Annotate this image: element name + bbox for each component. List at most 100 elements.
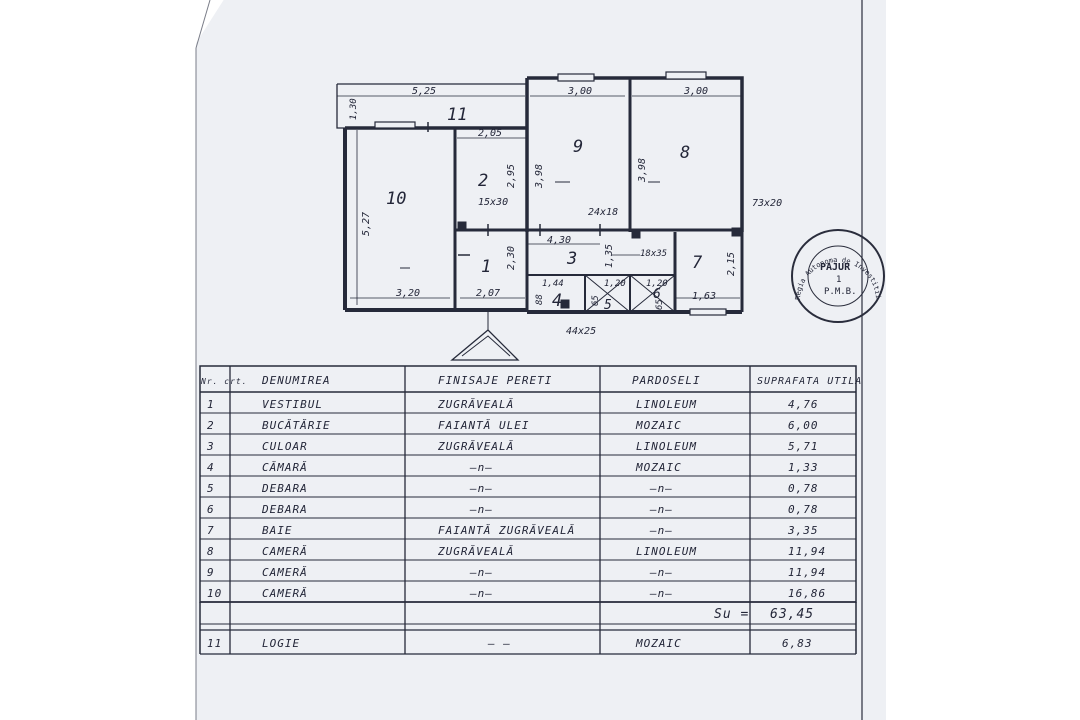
dim-label: 2,30 [506,246,517,270]
room-number-10: 10 [386,189,406,209]
table-cell-no: 6 [207,503,215,516]
logie-floors: MOZAIC [635,637,682,650]
dim-label: 3,98 [534,164,545,189]
room-number-2: 2 [478,171,488,191]
logie-walls: — — [487,637,511,650]
total-label: Su = [714,607,749,622]
table-cell-area: 5,71 [788,440,819,453]
table-cell-floors: LINOLEUM [636,440,697,453]
room-number-6: 6 [653,287,661,302]
dim-label: 3,00 [683,86,708,97]
table-cell-area: 16,86 [788,587,826,600]
table-cell-floors: —n— [649,482,673,495]
table-cell-floors: LINOLEUM [636,398,697,411]
table-cell-area: 0,78 [788,482,819,495]
table-cell-name: CAMERĂ [262,545,308,558]
table-cell-area: 0,78 [788,503,819,516]
table-cell-area: 11,94 [788,566,826,579]
stamp-center-text: PAJUR [820,262,851,273]
table-cell-floors: MOZAIC [635,461,682,474]
table-cell-walls: FAIANTĂ ULEI [438,419,529,432]
dim-label: 5,27 [361,212,372,236]
official-stamp: Regia Autonoma de Investitii si Locuinte… [0,0,885,323]
table-cell-no: 10 [207,587,222,600]
table-cell-no: 4 [207,461,215,474]
dim-label: 1,63 [692,291,716,302]
table-cell-area: 6,00 [788,419,819,432]
table-cell-floors: —n— [649,566,673,579]
table-cell-walls: ZUGRĂVEALĂ [437,398,514,411]
table-cell-name: CAMERĂ [262,587,308,600]
dim-label: 88 [535,294,545,305]
dim-label: 1,44 [542,279,564,289]
table-cell-name: BUCĂTĂRIE [262,419,331,432]
dim-label: 73x20 [752,198,782,209]
dim-label: 18x35 [640,249,667,259]
dim-label: 24x18 [588,207,618,218]
dim-label: 1,35 [604,244,615,268]
table-cell-walls: ZUGRĂVEALĂ [437,545,514,558]
room-number-3: 3 [566,249,577,269]
table-cell-no: 8 [207,545,215,558]
dim-label: 2,15 [726,252,737,276]
rooms-table: Nr. crt. DENUMIREA FINISAJE PERETI PARDO… [200,374,862,387]
table-cell-name: CĂMARĂ [262,461,308,474]
stamp-line-2: 1 [836,275,841,285]
dim-label: 1,20 [604,279,626,289]
header-name: DENUMIREA [261,374,331,387]
paper-edge [195,0,211,49]
table-cell-walls: —n— [469,503,493,516]
table-cell-floors: MOZAIC [635,419,682,432]
table-cell-area: 1,33 [788,461,819,474]
logie-name: LOGIE [262,637,300,650]
table-cell-floors: —n— [649,524,673,537]
table-cell-floors: —n— [649,503,673,516]
dim-label: 1,20 [646,279,668,289]
room-number-7: 7 [692,253,703,273]
table-cell-no: 5 [207,482,215,495]
rooms-table-grid [199,365,857,655]
total-value: 63,45 [770,607,814,622]
header-no: Nr. crt. [200,377,248,386]
logie-area: 6,83 [782,637,813,650]
header-floors: PARDOSELI [632,374,701,387]
table-cell-no: 2 [207,419,215,432]
stamp-line-3: P.M.B. [824,287,857,297]
room-number-11: 11 [447,105,467,125]
dim-label: 2,07 [476,288,500,299]
table-footer: Su = 63,45 11 LOGIE — — MOZAIC 6,83 [207,607,814,650]
stamp-ring-text: Regia Autonoma de Investitii si Locuinte… [0,0,882,300]
dim-label: 65 [655,299,665,310]
dim-label: 3,00 [567,86,592,97]
plan-walls [336,71,744,361]
dim-label: 65 [591,295,601,306]
table-cell-floors: —n— [649,587,673,600]
table-cell-name: CAMERĂ [262,566,308,579]
paper-sheet [196,0,886,720]
dim-label: 2,95 [506,164,517,188]
table-cell-floors: LINOLEUM [636,545,697,558]
header-area: SUPRAFATA UTILA [757,376,862,387]
table-cell-name: DEBARA [261,482,308,495]
header-walls: FINISAJE PERETI [438,374,552,387]
table-cell-walls: —n— [469,461,493,474]
dim-label: 5,25 [412,86,436,97]
table-cell-area: 4,76 [788,398,819,411]
table-cell-no: 3 [206,440,215,453]
dim-label: 3,98 [637,158,648,183]
room-number-8: 8 [680,143,690,163]
table-cell-no: 7 [207,524,215,537]
table-cell-no: 9 [207,566,215,579]
logie-no: 11 [207,637,222,650]
room-number-9: 9 [573,137,583,157]
table-cell-walls: —n— [469,566,493,579]
dim-label: 3,20 [395,288,420,299]
dim-label: 4,30 [547,235,571,246]
table-cell-walls: ZUGRĂVEALĂ [437,440,514,453]
table-cell-walls: FAIANTĂ ZUGRĂVEALĂ [438,524,575,537]
dim-label: 44x25 [566,326,596,337]
dim-label: 2,05 [478,128,502,139]
